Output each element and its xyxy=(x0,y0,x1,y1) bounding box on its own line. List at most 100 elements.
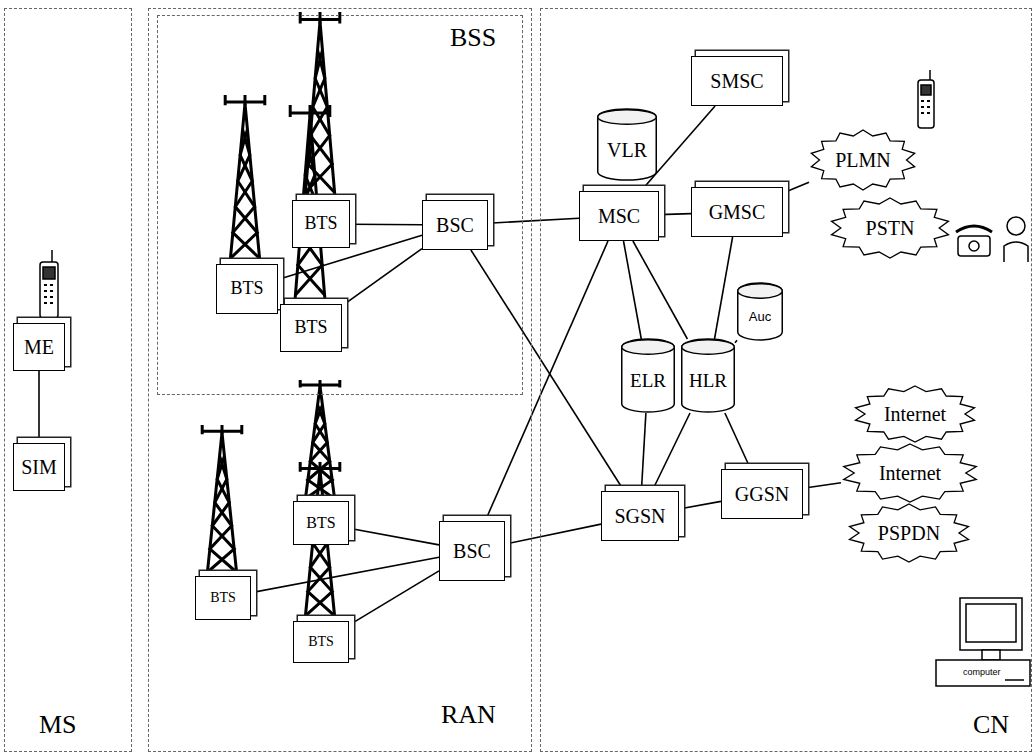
link-line xyxy=(735,340,737,343)
bts-box: BTS xyxy=(293,621,349,663)
cloud-shape xyxy=(832,198,949,258)
node-label: ELR xyxy=(630,371,666,392)
region-label: RAN xyxy=(441,701,496,730)
cloud-shape xyxy=(856,386,975,442)
link-line xyxy=(471,250,624,491)
cylinder-lid xyxy=(682,340,735,355)
bts-box: BTS xyxy=(292,200,350,248)
link-line xyxy=(38,371,40,443)
network-element-box: GMSC xyxy=(691,187,783,237)
node-label: BTS xyxy=(294,318,327,338)
database-cylinder: HLR xyxy=(681,339,735,413)
link-line xyxy=(633,241,688,339)
network-element-box: SGSN xyxy=(601,491,679,541)
region-band: BSS BTS BTS BTS BSC xyxy=(157,15,523,395)
node-label: MSC xyxy=(598,205,640,227)
cloud-shape xyxy=(844,444,977,502)
network-cloud: Internet xyxy=(841,443,979,503)
node-label: Internet xyxy=(884,403,946,425)
node-label: VLR xyxy=(607,139,647,161)
bts-box: BTS xyxy=(216,264,278,314)
cloud-shape xyxy=(811,130,914,190)
link-line xyxy=(350,223,422,225)
region-band: CN SMSC VLR MSC GMSC PLMN PSTN AucELR HLR Interne… xyxy=(540,8,1032,752)
node-label: PLMN xyxy=(835,149,891,171)
node-label: Internet xyxy=(879,462,941,484)
node-label: BTS xyxy=(304,214,337,234)
cylinder-lid xyxy=(622,340,675,355)
link-line xyxy=(679,501,721,509)
network-cloud: PSTN xyxy=(829,197,951,259)
node-label: Auc xyxy=(749,310,771,324)
icon-caption: computer xyxy=(962,667,1002,677)
node-label: PSTN xyxy=(866,217,915,239)
bts-box: BTS xyxy=(195,576,251,620)
cylinder-body xyxy=(622,339,675,412)
region-label: BSS xyxy=(450,24,496,53)
region-band: RAN BSS BTS BTS BTS BSC BTS BTS BTS BSC xyxy=(148,8,532,752)
equipment-box: SIM xyxy=(13,443,65,491)
node-label: BTS xyxy=(210,590,236,605)
link-line xyxy=(641,413,646,491)
node-label: GMSC xyxy=(709,201,766,223)
node-label: SGSN xyxy=(614,505,665,527)
bsc-box: BSC xyxy=(439,521,505,581)
node-label: BTS xyxy=(230,279,263,299)
link-line xyxy=(505,524,601,544)
link-line xyxy=(725,413,751,469)
equipment-box: ME xyxy=(13,323,65,371)
network-cloud: PLMN xyxy=(809,129,917,191)
link-line xyxy=(715,237,733,339)
database-cylinder: Auc xyxy=(737,283,783,341)
antenna-tower xyxy=(300,380,340,505)
link-line xyxy=(652,413,690,491)
antenna-tower xyxy=(202,425,242,580)
node-label: BTS xyxy=(306,514,335,532)
network-element-box: SMSC xyxy=(691,56,783,106)
node-label: PSPDN xyxy=(878,522,940,544)
link-line xyxy=(485,241,608,521)
database-cylinder: VLR xyxy=(597,109,657,181)
bts-box: BTS xyxy=(280,304,342,352)
node-label: SMSC xyxy=(710,70,763,92)
region-band: MS ME SIM xyxy=(4,8,132,752)
cylinder-body xyxy=(682,339,735,412)
telephone-user-icon xyxy=(956,217,1028,262)
cylinder-lid xyxy=(598,110,657,125)
cylinder-lid xyxy=(738,284,783,299)
node-label: BSC xyxy=(436,214,474,236)
region-label: CN xyxy=(973,711,1009,740)
cloud-shape xyxy=(850,504,969,562)
mobile-phone-icon xyxy=(918,70,934,128)
bts-box: BTS xyxy=(293,501,349,545)
network-cloud: PSPDN xyxy=(847,503,971,563)
antenna-tower xyxy=(225,95,265,267)
node-label: BSC xyxy=(453,540,491,562)
node-label: HLR xyxy=(689,371,727,392)
link-line xyxy=(783,182,809,193)
region-label: MS xyxy=(39,711,77,740)
link-line xyxy=(624,241,642,339)
network-cloud: Internet xyxy=(853,385,977,443)
link-line xyxy=(349,571,439,625)
node-label: GGSN xyxy=(735,483,789,505)
network-element-box: GGSN xyxy=(721,469,803,519)
link-line xyxy=(349,528,439,545)
link-line xyxy=(342,249,422,306)
link-line xyxy=(488,218,579,223)
database-cylinder: ELR xyxy=(621,339,675,413)
link-line xyxy=(659,214,691,215)
bsc-box: BSC xyxy=(422,200,488,250)
node-label: SIM xyxy=(21,456,57,478)
computer-icon xyxy=(936,598,1030,686)
network-element-box: MSC xyxy=(579,191,659,241)
node-label: BTS xyxy=(308,634,334,649)
cylinder-body xyxy=(598,109,657,180)
node-label: ME xyxy=(24,336,54,358)
cylinder-body xyxy=(738,283,783,340)
link-line xyxy=(803,483,841,488)
mobile-phone-icon xyxy=(40,250,58,318)
